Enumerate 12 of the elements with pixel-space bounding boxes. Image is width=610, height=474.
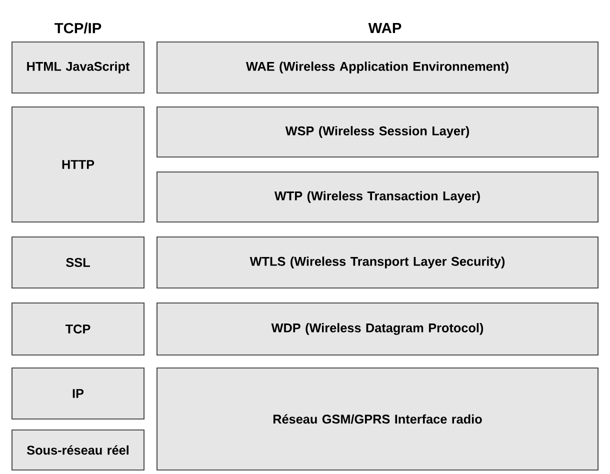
layer-box: Sous-réseau réel bbox=[11, 429, 145, 471]
layer-box: WTP (Wireless Transaction Layer) bbox=[156, 171, 599, 223]
layer-box: HTTP bbox=[11, 106, 145, 223]
layer-box: IP bbox=[11, 367, 145, 420]
layer-box: WAE (Wireless Application Environnement) bbox=[156, 41, 599, 94]
layer-box: WDP (Wireless Datagram Protocol) bbox=[156, 302, 599, 356]
layer-box: Réseau GSM/GPRS Interface radio bbox=[156, 367, 599, 471]
layer-box: HTML JavaScript bbox=[11, 41, 145, 94]
layer-box: WTLS (Wireless Transport Layer Security) bbox=[156, 236, 599, 289]
layer-box: SSL bbox=[11, 236, 145, 289]
layer-box: WSP (Wireless Session Layer) bbox=[156, 106, 599, 158]
layer-box: TCP bbox=[11, 302, 145, 356]
